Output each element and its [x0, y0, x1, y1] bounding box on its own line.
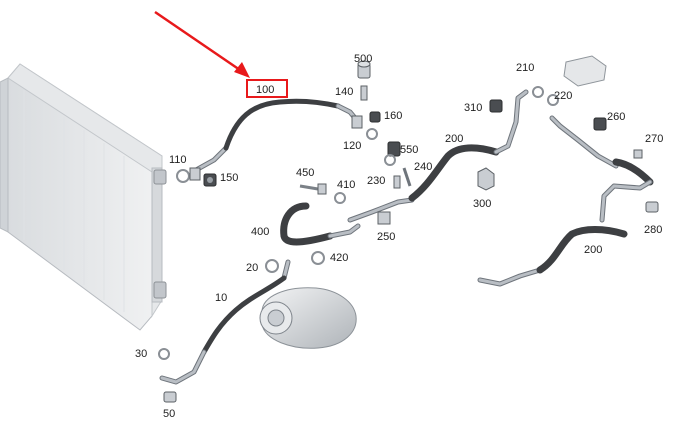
- label-410: 410: [337, 179, 355, 191]
- bracket-300[interactable]: [477, 167, 495, 191]
- label-20: 20: [246, 262, 258, 274]
- seal-120[interactable]: [366, 128, 378, 140]
- cap-160[interactable]: [369, 111, 381, 123]
- valve-240[interactable]: [402, 167, 412, 187]
- label-260: 260: [607, 111, 625, 123]
- cap-550[interactable]: [387, 141, 401, 157]
- label-310: 310: [464, 102, 482, 114]
- cap-260[interactable]: [593, 117, 607, 131]
- valve-150[interactable]: [203, 173, 217, 187]
- expansion-valve-block[interactable]: [563, 55, 607, 87]
- label-240: 240: [414, 161, 432, 173]
- label-450: 450: [296, 167, 314, 179]
- bolt-450[interactable]: [299, 183, 327, 195]
- label-500: 500: [354, 53, 372, 65]
- label-110: 110: [169, 154, 187, 166]
- seal-220[interactable]: [547, 94, 559, 106]
- label-250: 250: [377, 231, 395, 243]
- condenser: [0, 63, 167, 331]
- seal-30[interactable]: [158, 348, 170, 360]
- hose-10[interactable]: [159, 259, 291, 385]
- label-280: 280: [644, 224, 662, 236]
- label-150: 150: [220, 172, 238, 184]
- label-160: 160: [384, 110, 402, 122]
- label-220: 220: [554, 90, 572, 102]
- cap-310[interactable]: [489, 99, 503, 113]
- highlight-annotation: [154, 10, 288, 98]
- line-200-lower[interactable]: [477, 226, 628, 287]
- label-140: 140: [335, 86, 353, 98]
- valve-core-140[interactable]: [360, 85, 368, 101]
- label-50: 50: [163, 408, 175, 420]
- cap-500[interactable]: [357, 60, 371, 79]
- cap-50[interactable]: [163, 391, 177, 403]
- cap-270[interactable]: [633, 149, 643, 159]
- label-210: 210: [516, 62, 534, 74]
- hose-400[interactable]: [280, 202, 361, 246]
- seal-230[interactable]: [384, 154, 401, 189]
- label-420: 420: [330, 252, 348, 264]
- label-30: 30: [135, 348, 147, 360]
- label-230: 230: [367, 175, 385, 187]
- hose-assembly-right[interactable]: [549, 115, 654, 223]
- clip-280[interactable]: [645, 201, 659, 213]
- line-200-upper[interactable]: [347, 89, 529, 223]
- label-300: 300: [473, 198, 491, 210]
- label-200-upper: 200: [445, 133, 463, 145]
- label-200-lower: 200: [584, 244, 602, 256]
- label-10: 10: [215, 292, 227, 304]
- condenser-fin-lines: [23, 90, 125, 312]
- seal-20[interactable]: [265, 259, 279, 273]
- hose-100[interactable]: [193, 98, 363, 173]
- ac-compressor[interactable]: [259, 287, 357, 349]
- label-550: 550: [400, 144, 418, 156]
- seal-410[interactable]: [334, 192, 346, 204]
- block-250[interactable]: [377, 211, 391, 225]
- fitting-110[interactable]: [176, 167, 201, 183]
- label-100: 100: [256, 84, 274, 96]
- seal-210[interactable]: [532, 86, 544, 98]
- label-120: 120: [343, 140, 361, 152]
- label-270: 270: [645, 133, 663, 145]
- seal-420[interactable]: [311, 251, 325, 265]
- label-400: 400: [251, 226, 269, 238]
